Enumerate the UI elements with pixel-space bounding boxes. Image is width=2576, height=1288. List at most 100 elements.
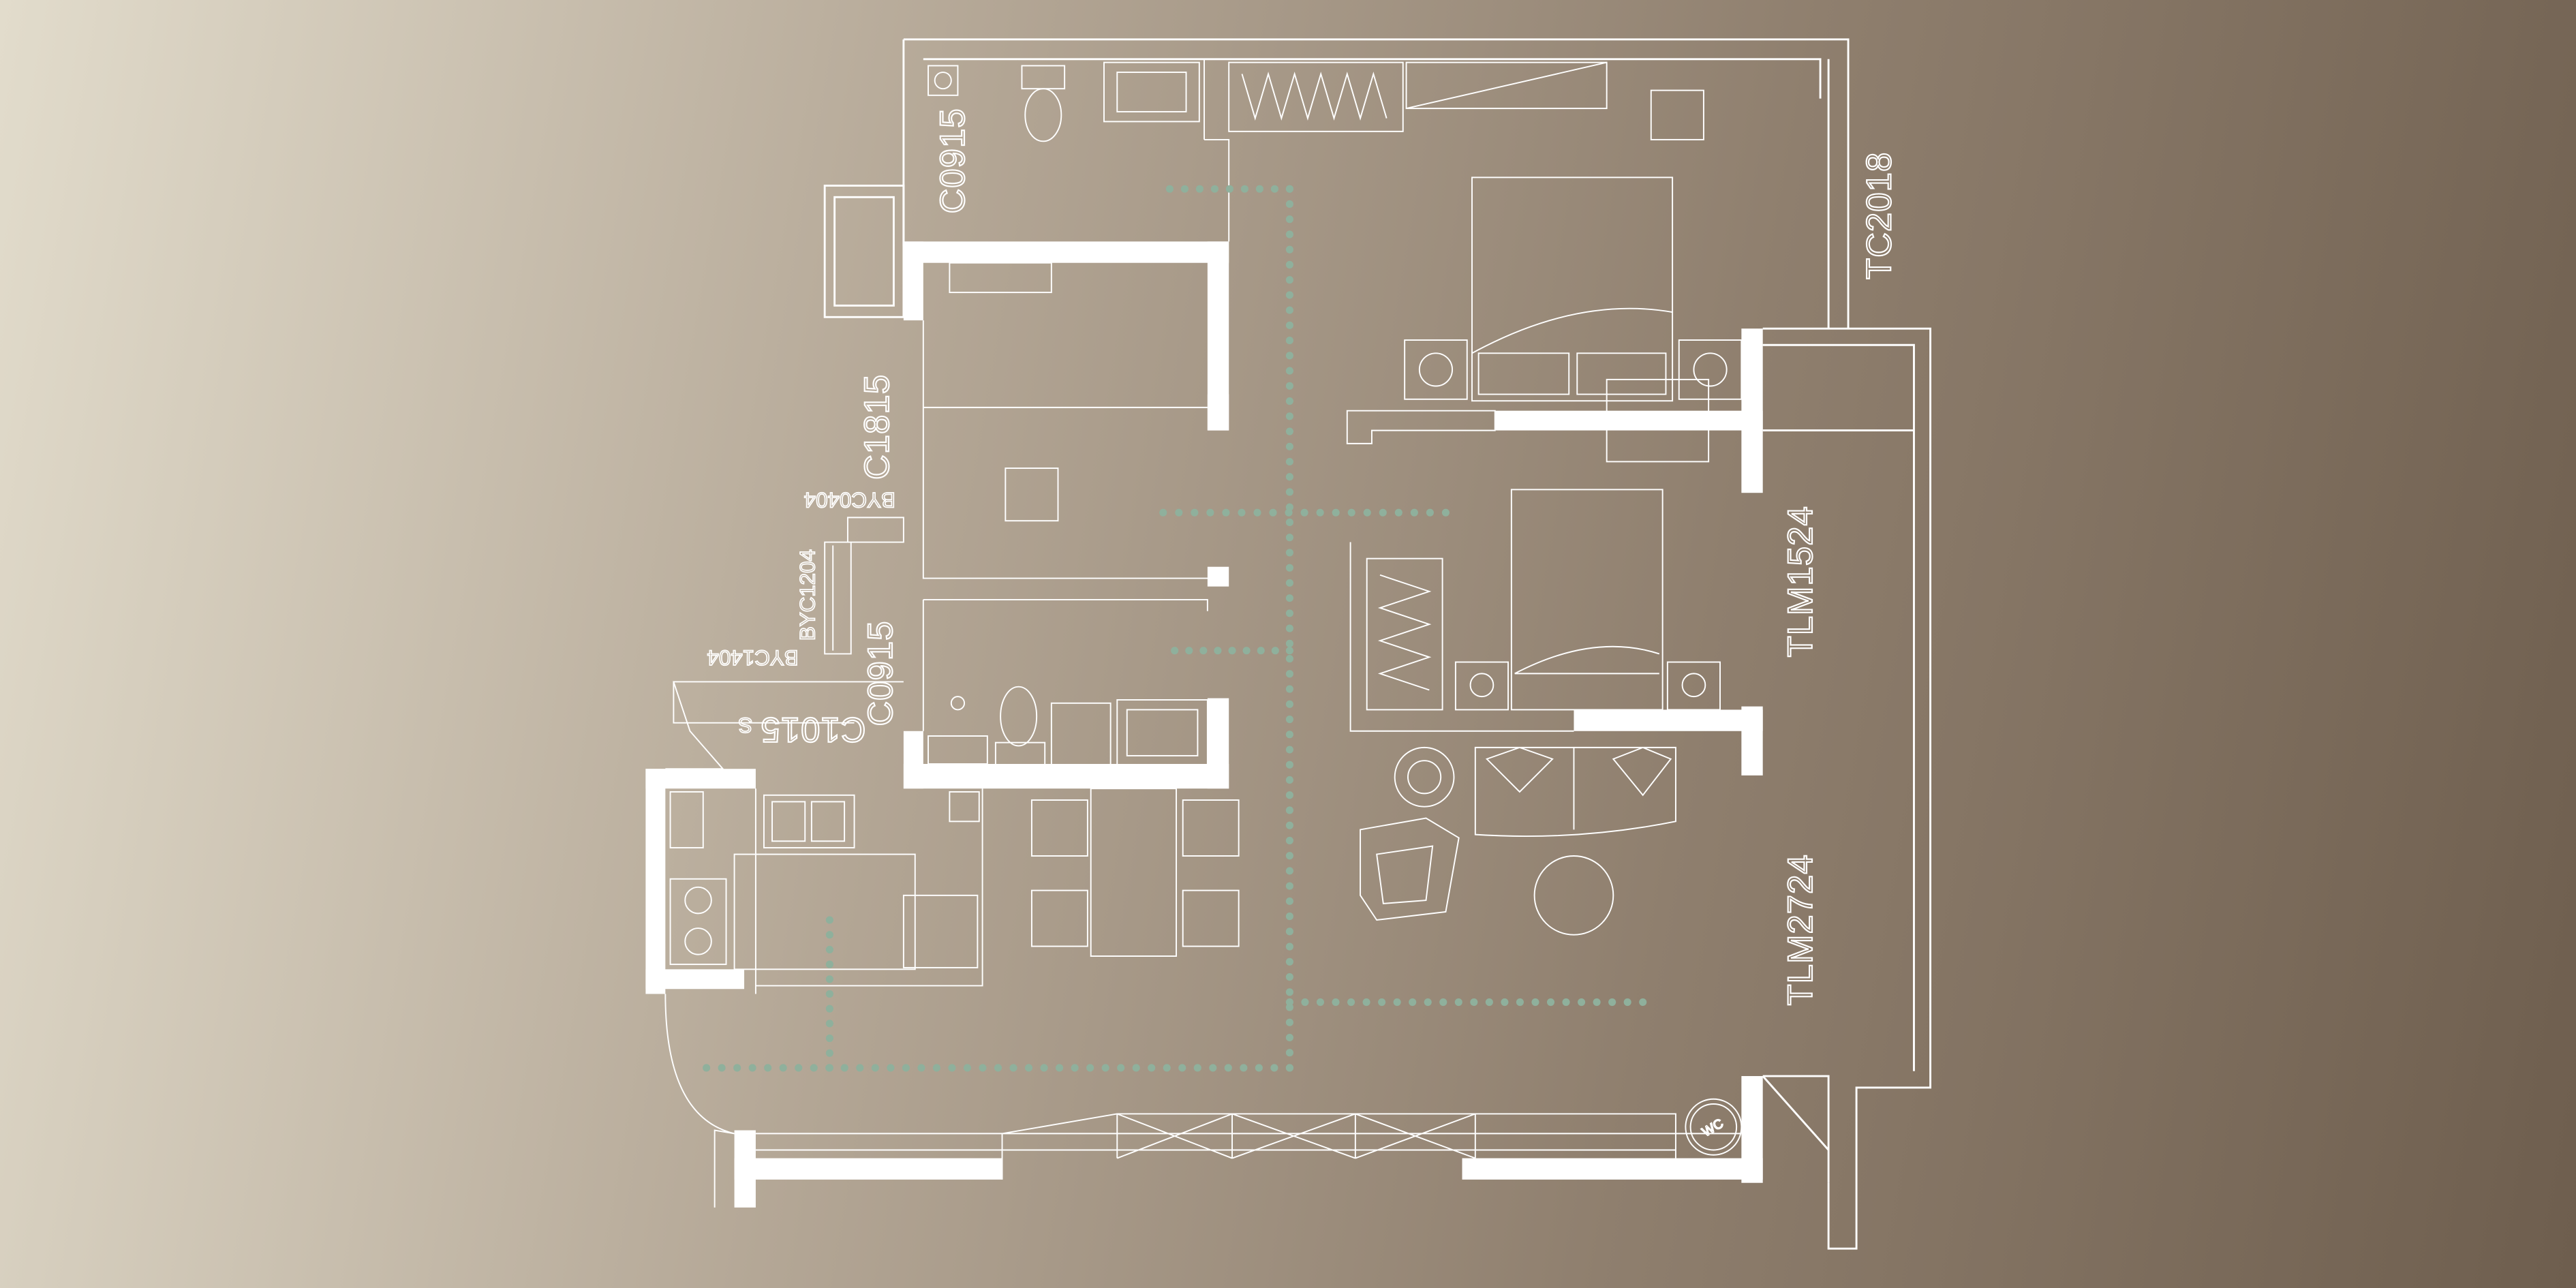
path-dot (1562, 998, 1570, 1007)
path-dot (1285, 352, 1293, 360)
path-dot (1285, 988, 1293, 996)
path-dot (1285, 957, 1293, 966)
path-dot (1199, 647, 1208, 655)
path-dot (1316, 998, 1325, 1007)
path-dot (1300, 508, 1308, 517)
path-dot (1210, 185, 1218, 193)
dining-table (1090, 788, 1178, 957)
path-dot (1285, 291, 1293, 299)
path-dot (825, 975, 833, 983)
path-dot (917, 1064, 925, 1072)
path-dot (1285, 852, 1293, 860)
path-dot (1285, 639, 1293, 647)
path-dot (1165, 185, 1174, 193)
path-dot (1285, 260, 1293, 269)
path-dot (887, 1064, 895, 1072)
path-dot (1285, 791, 1293, 799)
path-dot (1285, 670, 1293, 678)
path-dot (1163, 1064, 1171, 1072)
path-dot (718, 1064, 726, 1072)
path-dot (1285, 700, 1293, 708)
side-table (1394, 746, 1455, 808)
path-dot (1285, 972, 1293, 981)
label-c1815: C1815 (857, 374, 896, 480)
path-dot (733, 1064, 741, 1072)
path-dot (1623, 998, 1631, 1007)
path-dot (1501, 998, 1509, 1007)
path-dot (1238, 508, 1246, 517)
path-dot (902, 1064, 910, 1072)
path-dot (1285, 761, 1293, 769)
path-dot (1285, 1033, 1293, 1042)
path-dot (1071, 1064, 1079, 1072)
path-dot (1148, 1064, 1156, 1072)
path-dot (1285, 185, 1293, 193)
path-dot (1394, 508, 1402, 517)
path-dot (1426, 508, 1434, 517)
path-dot (1285, 397, 1293, 405)
path-dot (1240, 185, 1248, 193)
path-dot (1285, 715, 1293, 724)
path-dot (1040, 1064, 1048, 1072)
path-dot (1285, 488, 1293, 496)
bed-second (1510, 489, 1663, 711)
path-dot (825, 1005, 833, 1013)
path-dot (1269, 508, 1277, 517)
label-c0915-mid: C0915 (861, 620, 900, 726)
path-dot (1117, 1064, 1125, 1072)
path-dot (1424, 998, 1432, 1007)
path-dot (1285, 927, 1293, 936)
path-dot (1441, 508, 1450, 517)
walls (645, 241, 1763, 1208)
path-dot (1378, 998, 1386, 1007)
path-dot (1285, 942, 1293, 951)
path-dot (932, 1064, 940, 1072)
path-dot (1285, 1049, 1293, 1057)
path-dot (795, 1064, 803, 1072)
label-byc1204: BYC1204 (796, 549, 820, 641)
path-dot (1285, 534, 1293, 542)
path-dot (1285, 867, 1293, 875)
path-dot (1225, 185, 1233, 193)
path-dot (1285, 473, 1293, 481)
path-dot (1270, 1064, 1278, 1072)
path-dot (1301, 998, 1309, 1007)
label-tlm1524: TLM1524 (1781, 506, 1820, 657)
interior-lines (664, 59, 1742, 1208)
path-dot (1285, 746, 1293, 754)
path-dot (948, 1064, 956, 1072)
path-dot (1178, 1064, 1186, 1072)
path-dot (1485, 998, 1493, 1007)
path-dot (1253, 508, 1261, 517)
path-dot (1171, 647, 1179, 655)
path-dot (1285, 245, 1293, 254)
path-dot (825, 931, 833, 939)
path-dot (1086, 1064, 1094, 1072)
path-dot (825, 1049, 833, 1057)
label-s: S (738, 713, 752, 737)
path-dot (1285, 412, 1293, 420)
path-dot (1285, 508, 1293, 517)
path-dot (779, 1064, 787, 1072)
path-dot (1193, 1064, 1201, 1072)
path-dot (1531, 998, 1539, 1007)
armchair (1360, 817, 1460, 921)
furniture (669, 61, 1743, 1156)
path-dot (1285, 913, 1293, 921)
label-tc2018: TC2018 (1860, 152, 1899, 279)
sink-mid (1116, 699, 1208, 767)
path-dot (1285, 382, 1293, 390)
toilet-top (1021, 65, 1066, 90)
path-dot (1285, 306, 1293, 314)
path-dot (1332, 998, 1340, 1007)
path-dot (1285, 836, 1293, 844)
path-dot (1316, 508, 1324, 517)
circulation-path (703, 185, 1647, 1072)
label-c1015: C1015 (760, 710, 865, 749)
path-dot (1159, 508, 1167, 517)
path-dot (856, 1064, 864, 1072)
path-dot (1185, 647, 1193, 655)
path-dot (1285, 564, 1293, 572)
path-dot (1180, 185, 1189, 193)
study-chair (1005, 467, 1059, 522)
